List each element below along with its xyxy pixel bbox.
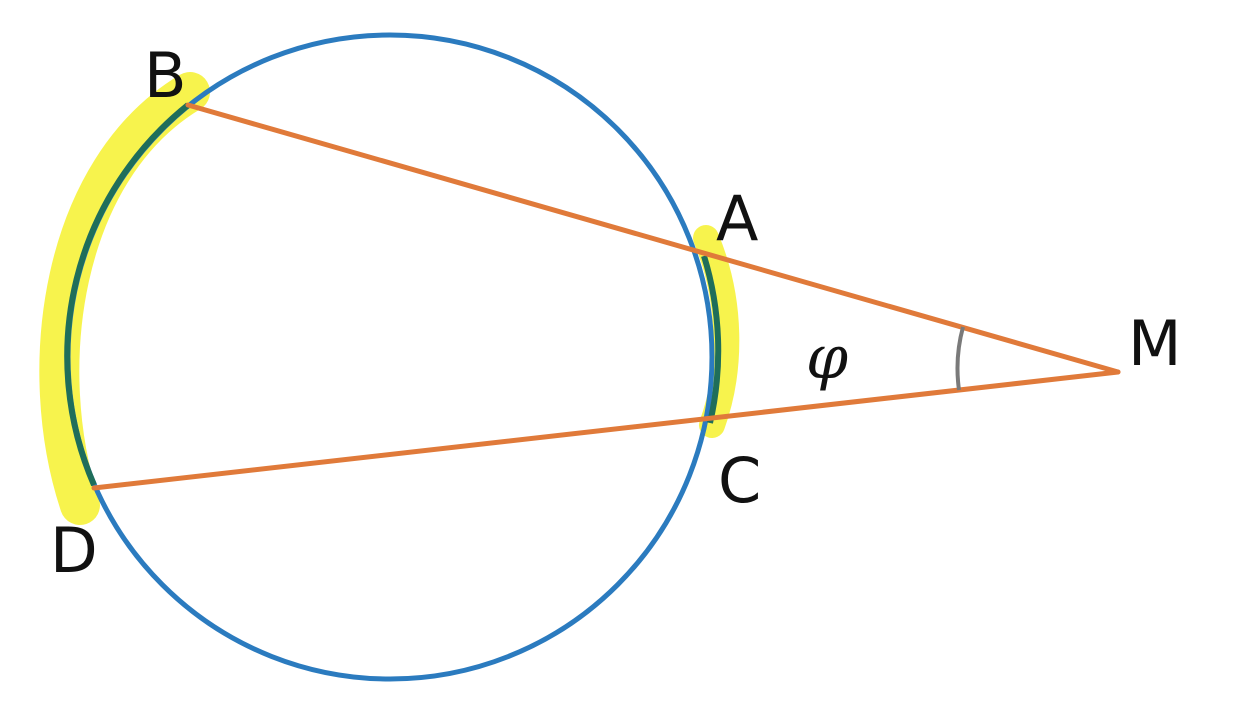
point-label-A: A [716, 182, 758, 255]
far-arc-highlight [39, 72, 210, 525]
far-arc [64, 102, 190, 487]
point-label-M: M [1128, 307, 1182, 380]
secant-MD [91, 369, 1121, 491]
angle-arc-mark [955, 326, 965, 391]
near-arc [701, 255, 722, 424]
secant-MB [185, 102, 1121, 375]
angle-label-phi: φ [806, 323, 848, 393]
point-label-C: C [718, 444, 761, 517]
near-arc-highlight [693, 225, 740, 438]
point-label-D: D [50, 514, 98, 587]
point-label-B: B [144, 39, 187, 112]
